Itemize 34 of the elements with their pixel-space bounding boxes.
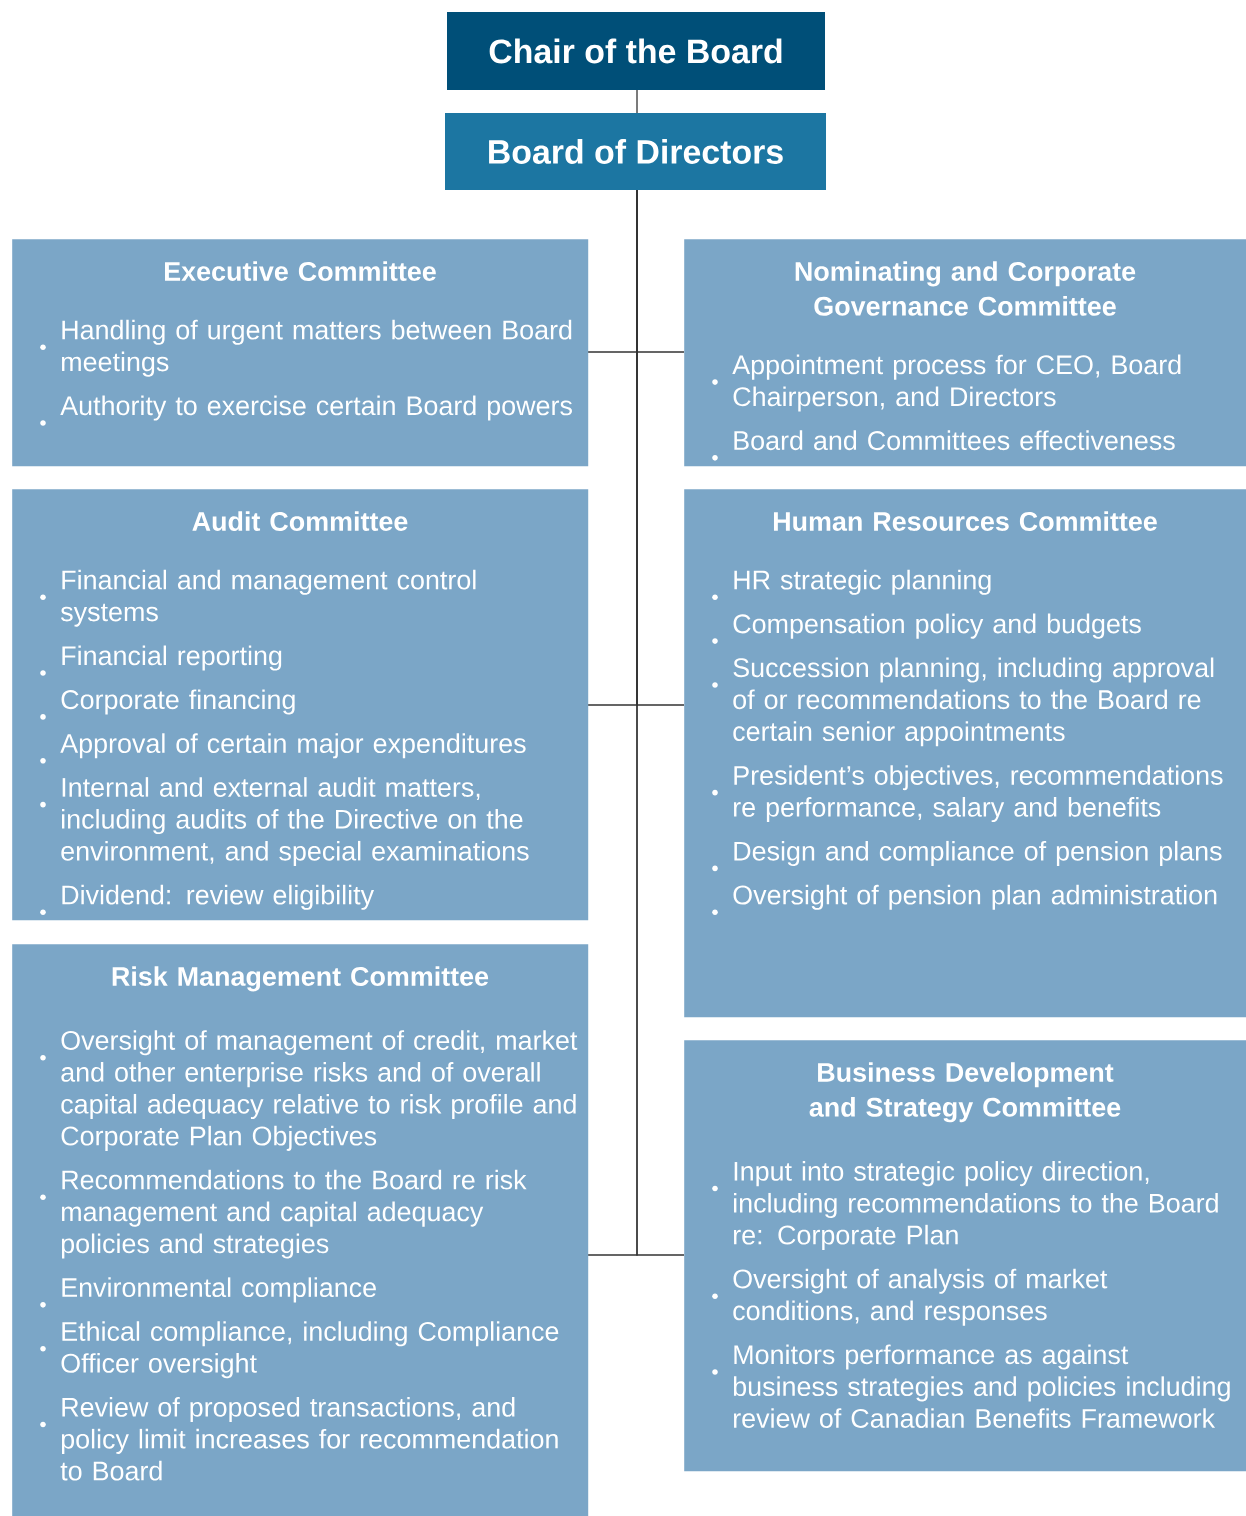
- bullet-item: Design and compliance of pension plans: [712, 840, 1222, 872]
- title-box: Chair of the Board: [447, 12, 825, 90]
- committee-heading: Audit Committee: [192, 511, 408, 531]
- bullet-item: Monitors performance as against business strategies and policies including review of Canadian Benefits Framework: [712, 1344, 1230, 1428]
- committee-heading: Nominating and Corporate Governance Committee: [795, 261, 1136, 316]
- bullet-item: Environmental compliance: [40, 1277, 376, 1308]
- bullet-item: Compensation policy and budgets: [712, 613, 1141, 644]
- bullet-item: Dividend: review eligibility: [40, 884, 374, 916]
- committee-heading: Executive Committee: [165, 261, 436, 281]
- bullet-item: Ethical compliance, including Compliance Officer oversight: [40, 1321, 559, 1379]
- bullet-item: Review of proposed transactions, and policy limit increases for recommendation to Board: [40, 1397, 558, 1481]
- bullet-item: Authority to exercise certain Board powers: [40, 395, 572, 426]
- committee-heading: Risk Management Committee: [112, 966, 489, 992]
- bullet-item: Oversight of management of credit, market and other enterprise risks and of overall capital adequacy relative to risk profile and Corporate Plan Objectives: [40, 1030, 578, 1151]
- connector-line: [636, 89, 638, 114]
- bullet-item: Approval of certain major expenditures: [40, 733, 526, 764]
- bullet-item: Appointment process for CEO, Board Chairperson, and Directors: [712, 354, 1181, 412]
- bullet-item: Input into strategic policy direction, including recommendations to the Board re: Corporate Plan: [712, 1161, 1218, 1250]
- bullet-item: Internal and external audit matters, including audits of the Directive on the environment, and special examinations: [40, 777, 529, 866]
- bullet-item: President’s objectives, recommendations re performance, salary and benefits: [712, 765, 1223, 823]
- committee-heading: Human Resources Committee: [774, 511, 1157, 531]
- bullet-item: Financial and management control systems: [40, 569, 476, 627]
- committee-heading: Business Development and Strategy Committee: [809, 1062, 1121, 1123]
- bullet-item: Succession planning, including approval of or recommendations to the Board re certain senior appointments: [712, 657, 1214, 747]
- bullet-item: HR strategic planning: [712, 569, 991, 601]
- title-box: Board of Directors: [445, 113, 826, 190]
- connector-line: [636, 189, 685, 1256]
- bullet-item: Board and Committees effectiveness: [712, 430, 1175, 461]
- bullet-item: Oversight of pension plan administration: [712, 884, 1217, 916]
- bullet-item: Financial reporting: [40, 645, 282, 676]
- bullet-item: Corporate financing: [40, 689, 295, 720]
- bullet-item: Handling of urgent matters between Board meetings: [40, 319, 572, 377]
- bullet-item: Oversight of analysis of market conditions, and responses: [712, 1268, 1108, 1326]
- bullet-item: Recommendations to the Board re risk management and capital adequacy policies and strategies: [40, 1169, 527, 1259]
